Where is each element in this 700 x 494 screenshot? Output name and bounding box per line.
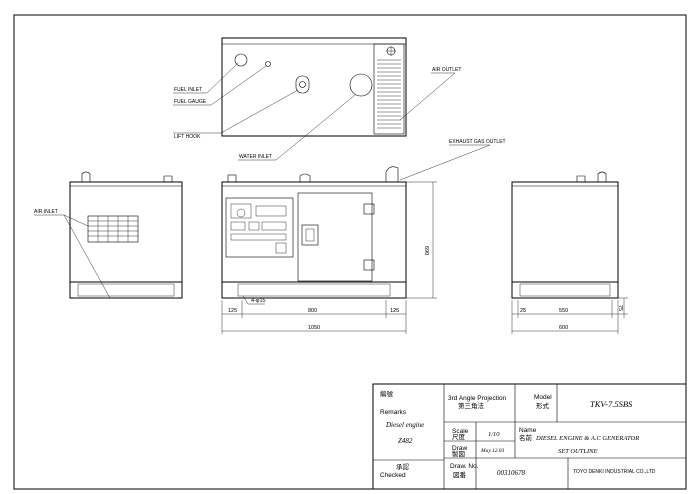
- dim-front-height: 690: [423, 246, 429, 255]
- remarks-value: Diesel engine: [385, 421, 424, 429]
- exhaust-gas-outlet-label: EXHAUST GAS OUTLET: [449, 139, 506, 145]
- company-name: TOYO DENKI INDUSTRIAL CO.,LTD: [573, 469, 656, 475]
- drawing-label: 編號: [380, 389, 394, 398]
- name-label: Name: [519, 427, 537, 434]
- model-label-cn: 形式: [536, 401, 550, 410]
- name-line-2: SET OUTLINE: [558, 448, 597, 455]
- air-inlet-label: AIR INLET: [34, 209, 58, 215]
- dim-side-left: 25: [520, 308, 526, 314]
- front-view: [221, 166, 407, 299]
- drw-no-label: Draw. No.: [450, 463, 479, 470]
- front-view-base: [221, 281, 407, 299]
- scale-label-cn: 尺度: [452, 432, 466, 441]
- air-outlet-label: AIR OUTLET: [432, 67, 461, 73]
- exhaust-pipe: [385, 166, 399, 182]
- air-outlet-grille: [373, 43, 405, 135]
- door-handle: [301, 224, 319, 246]
- sheet-border: [13, 14, 687, 490]
- top-view: [221, 37, 407, 137]
- top-view-outline: [221, 37, 407, 137]
- left-view-body: [69, 181, 183, 283]
- left-view-base: [69, 281, 183, 299]
- control-panel: [225, 197, 294, 258]
- hole-note: 4-φ15: [251, 298, 266, 304]
- door-hinge-bottom: [363, 259, 375, 271]
- left-side-view: [69, 171, 183, 299]
- name-line-1: DIESEL ENGINE & A.C GENERATOR: [535, 435, 639, 442]
- checked-label-cn: 承認: [396, 462, 410, 471]
- scale-label: Scale: [452, 428, 469, 435]
- fuel-gauge: [265, 61, 271, 67]
- draw-date: May.12.03: [480, 448, 504, 454]
- name-label-cn: 名前: [519, 433, 533, 442]
- remarks-label: Remarks: [380, 409, 407, 416]
- service-door: [297, 192, 373, 282]
- fuel-inlet-label: FUEL INLET: [174, 87, 202, 93]
- right-side-view: [511, 171, 619, 299]
- door-hinge-top: [363, 203, 375, 215]
- scale-value: 1/10: [488, 431, 500, 438]
- drw-no-value: 00310678: [497, 469, 526, 477]
- fuel-gauge-label: FUEL GAUGE: [174, 99, 207, 105]
- lift-hook: [295, 75, 310, 94]
- dim-front-left: 125: [228, 308, 237, 314]
- draw-label: Draw: [452, 445, 467, 452]
- title-block: [372, 383, 687, 490]
- dim-front-total: 1050: [308, 325, 320, 331]
- fuel-inlet-cap: [234, 53, 248, 67]
- air-inlet-grille: [87, 215, 139, 243]
- lift-hook-label: LIFT HOOK: [174, 134, 201, 140]
- engine-model: Z482: [398, 437, 413, 445]
- dim-side-center: 550: [559, 308, 568, 314]
- dim-side-total: 600: [559, 325, 568, 331]
- draw-label-cn: 製図: [452, 449, 465, 458]
- model-label: Model: [534, 394, 552, 401]
- dim-side-base: 75: [617, 305, 623, 311]
- water-inlet-cap: [349, 73, 373, 97]
- dim-front-center: 800: [308, 308, 317, 314]
- model-value: TKV-7.5SBS: [590, 399, 633, 409]
- projection-label-cn: 第三角法: [458, 401, 485, 410]
- drw-no-label-cn: 図番: [453, 471, 467, 479]
- right-view-base: [511, 281, 619, 299]
- right-view-body: [511, 181, 619, 283]
- dim-front-right: 125: [390, 308, 399, 314]
- projection-label: 3rd Angle Projection: [448, 395, 507, 402]
- checked-label: Checked: [380, 472, 406, 479]
- water-inlet-label: WATER INLET: [239, 154, 272, 160]
